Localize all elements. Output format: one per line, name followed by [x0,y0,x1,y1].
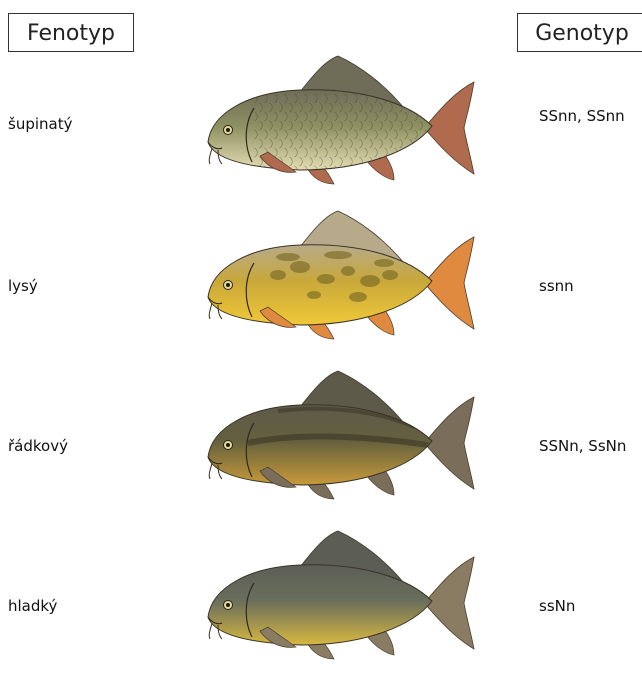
scale-mark [419,157,422,166]
scale-mark [424,166,427,175]
scale-mark [424,94,427,103]
scale-patch [290,261,310,273]
tail-fin [426,557,474,649]
scale-mark [414,148,417,157]
scale-mark [419,139,422,148]
carp-row-leather: hladký ssNn [0,525,642,675]
scale-patch [341,266,355,276]
scale-mark [404,166,407,175]
scale-patch [349,292,367,302]
pupil [226,443,230,447]
carp-row-scaled: šupinatý SSnn, SSnn [0,50,642,200]
pupil [226,128,230,132]
phenotype-label: lysý [8,277,38,295]
scale-mark [394,166,397,175]
carp-row-line: řádkový SSNn, SsNn [0,365,642,515]
scale-patch [324,251,352,259]
scale-mark [344,166,347,175]
scale-mark [434,148,437,157]
scaled-carp-illustration [188,50,478,200]
scale-patch [276,253,300,261]
tail-fin [426,237,474,329]
scale-patch [374,259,394,267]
scale-mark [414,166,417,175]
phenotype-header: Fenotyp [8,13,134,52]
genotype-header: Genotyp [517,13,642,52]
scale-mark [254,166,257,175]
phenotype-label: hladký [8,597,57,615]
scale-mark [399,157,402,166]
scale-patch [382,270,398,280]
leather-carp-illustration [188,525,478,675]
genotype-label: SSNn, SsNn [539,437,626,455]
scale-mark [434,166,437,175]
tail-fin [426,82,474,174]
pupil [226,603,230,607]
phenotype-label: šupinatý [8,115,72,133]
scale-patch [360,275,380,287]
scale-mark [424,148,427,157]
mirror-carp-illustration [188,205,478,355]
scale-mark [429,139,432,148]
line-carp-illustration [188,365,478,515]
scale-mark [409,157,412,166]
pupil [226,283,230,287]
scale-patch [317,274,335,284]
scale-patch [270,270,286,280]
phenotype-label: řádkový [8,437,68,455]
genotype-label: ssNn [539,597,575,615]
scale-mark [429,103,432,112]
scale-mark [404,94,407,103]
genotype-label: ssnn [539,277,574,295]
scale-mark [404,148,407,157]
tail-fin [426,397,474,489]
scale-mark [434,94,437,103]
carp-row-mirror: lysý ssnn [0,205,642,355]
scale-mark [364,166,367,175]
scale-mark [414,94,417,103]
scale-mark [354,166,357,175]
scale-patch [307,291,321,299]
scale-mark [419,103,422,112]
genotype-label: SSnn, SSnn [539,107,625,125]
scale-mark [429,157,432,166]
